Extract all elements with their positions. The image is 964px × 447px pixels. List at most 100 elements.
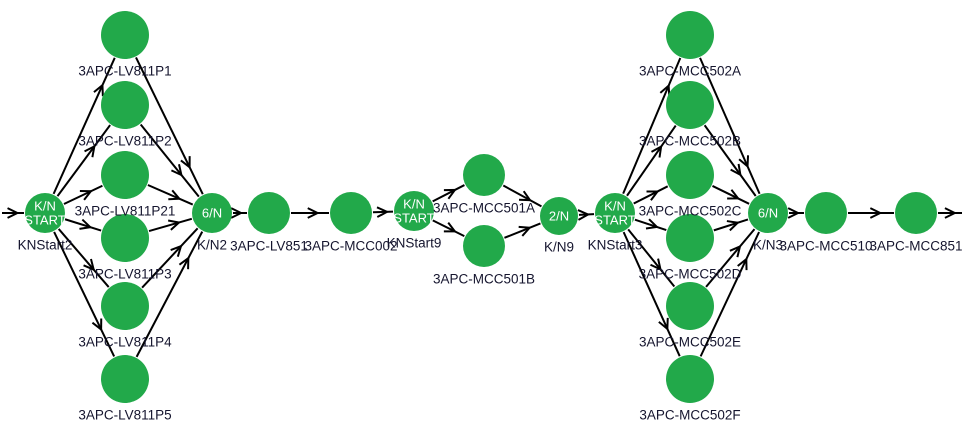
node-circle-mcc510[interactable] [805, 192, 847, 234]
node-lv811p2[interactable] [101, 81, 149, 129]
node-circle-lv811p3[interactable] [101, 214, 149, 262]
arrowhead-icon [170, 164, 183, 177]
node-circle-lv851[interactable] [248, 192, 290, 234]
node-caption-knstart9: KNStart9 [387, 236, 442, 251]
arrowhead-icon [170, 244, 183, 257]
arrowhead-icon [84, 144, 96, 158]
node-circle-mcc501a[interactable] [463, 154, 505, 196]
edge-kn2-to-lv851 [230, 207, 247, 219]
edge-lv811p21-to-kn2 [147, 184, 194, 206]
arrowhead-icon [518, 190, 532, 202]
node-caption-mcc502e: 3APC-MCC502E [639, 335, 741, 350]
edge-knstart2-to-lv811p21 [63, 184, 103, 205]
node-lv811p3[interactable] [101, 214, 149, 262]
node-caption-kn3: K/N3 [753, 238, 783, 253]
node-circle-knstart2[interactable] [25, 193, 65, 233]
arrowhead-icon [658, 317, 669, 331]
node-caption-mcc851: 3APC-MCC851 [869, 239, 962, 254]
node-caption-mcc502d: 3APC-MCC502D [639, 267, 742, 282]
node-mcc502e[interactable] [666, 282, 714, 330]
node-mcc502c[interactable] [666, 151, 714, 199]
node-mcc502b[interactable] [666, 81, 714, 129]
arrowhead-icon [645, 218, 660, 230]
arrowhead-icon [91, 318, 103, 332]
arrowhead-icon [79, 190, 93, 201]
node-caption-knstart2: KNStart2 [18, 238, 73, 253]
edge-knstart2-to-lv811p5 [53, 231, 116, 357]
node-circle-lv811p5[interactable] [101, 355, 149, 403]
node-caption-kn2: K/N2 [197, 238, 227, 253]
node-mcc502d[interactable] [666, 214, 714, 262]
node-mcc851[interactable] [895, 192, 937, 234]
node-circle-mcc502e[interactable] [666, 282, 714, 330]
edge-knstart3-to-mcc502b [626, 124, 677, 197]
arrowhead-icon [79, 218, 93, 230]
edge-knstart2-to-lv811p4 [57, 228, 110, 288]
node-lv811p21[interactable] [101, 151, 149, 199]
node-caption-mcc501a: 3APC-MCC501A [433, 201, 535, 216]
node-mcc501a[interactable] [463, 154, 505, 196]
node-circle-kn2[interactable] [192, 193, 232, 233]
node-caption-lv851: 3APC-LV851 [230, 239, 308, 254]
node-circle-knstart3[interactable] [595, 193, 635, 233]
node-circle-mcc501b[interactable] [463, 225, 505, 267]
node-circle-mcc502f[interactable] [666, 355, 714, 403]
edge-mcc502c-to-kn3 [712, 185, 750, 205]
edge-mcc502a-to-kn3 [699, 57, 761, 195]
node-lv811p1[interactable] [101, 11, 149, 59]
arrowhead-icon [737, 257, 748, 271]
arrowhead-icon [659, 83, 671, 97]
node-kn9[interactable]: 2/N [540, 197, 578, 235]
node-caption-lv811p4: 3APC-LV811P4 [78, 335, 172, 350]
node-mcc501b[interactable] [463, 225, 505, 267]
arrowhead-icon [730, 163, 742, 177]
arrowhead-icon [178, 256, 190, 270]
node-circle-mcc502c[interactable] [666, 151, 714, 199]
edge-lv811p5-to-kn2 [135, 231, 204, 358]
node-circle-lv811p21[interactable] [101, 151, 149, 199]
node-circle-knstart9[interactable] [394, 191, 434, 231]
node-caption-mcc501b: 3APC-MCC501B [433, 272, 535, 287]
arrowhead-icon [518, 225, 532, 237]
node-circle-lv811p4[interactable] [101, 282, 149, 330]
node-lv811p5[interactable] [101, 355, 149, 403]
edge-mcc501a-to-kn9 [502, 184, 542, 208]
node-circle-lv811p2[interactable] [101, 81, 149, 129]
node-mcc002[interactable] [330, 192, 372, 234]
arrowhead-icon [787, 207, 801, 219]
node-circle-mcc851[interactable] [895, 192, 937, 234]
edge-knstart3-to-mcc502f [622, 231, 681, 357]
node-mcc510[interactable] [805, 192, 847, 234]
edge-knstart2-to-lv811p3 [64, 218, 102, 232]
node-circle-kn9[interactable] [540, 197, 578, 235]
arrowhead-icon [180, 156, 191, 170]
arrowhead-icon [944, 207, 958, 219]
node-mcc502f[interactable] [666, 355, 714, 403]
edge-kn9-to-knstart3 [577, 209, 595, 221]
node-circle-mcc502b[interactable] [666, 81, 714, 129]
edge-knstart3-to-mcc502e [627, 228, 676, 288]
node-lv851[interactable] [248, 192, 290, 234]
arrowhead-icon [230, 207, 244, 219]
arrowhead-icon [650, 258, 662, 272]
node-kn3[interactable]: 6/N [748, 193, 788, 233]
edge-lv811p2-to-kn2 [139, 123, 200, 198]
node-circle-mcc502a[interactable] [666, 11, 714, 59]
arrowhead-icon [729, 244, 742, 258]
edge-knstart3-to-mcc502d [634, 218, 667, 232]
node-circle-mcc002[interactable] [330, 192, 372, 234]
node-circle-kn3[interactable] [748, 193, 788, 233]
node-circle-mcc502d[interactable] [666, 214, 714, 262]
node-circle-lv811p1[interactable] [101, 11, 149, 59]
node-mcc502a[interactable] [666, 11, 714, 59]
edge-mcc502e-to-kn3 [705, 228, 756, 288]
edge-knstart9-to-mcc501a [432, 184, 465, 203]
edge-knstart3-to-mcc502c [633, 185, 669, 205]
node-kn2[interactable]: 6/N [192, 193, 232, 233]
node-caption-mcc502a: 3APC-MCC502A [639, 64, 741, 79]
node-lv811p4[interactable] [101, 282, 149, 330]
edge-entry-to-knstart2 [2, 207, 24, 219]
